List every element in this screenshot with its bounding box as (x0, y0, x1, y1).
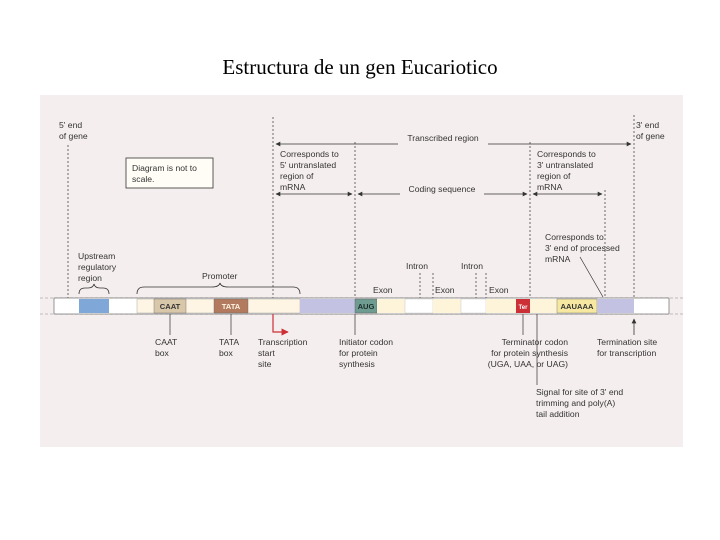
exon-3-segment (486, 299, 516, 313)
transcription-start-label-3: site (258, 359, 272, 369)
processed-end-label-1: Corresponds to (545, 232, 604, 242)
five-prime-label-2: of gene (59, 131, 88, 141)
exon-label-1: Exon (373, 285, 393, 295)
processed-end-label-3: mRNA (545, 254, 571, 264)
transcription-start-label-1: Transcription (258, 337, 308, 347)
coding-sequence-label: Coding sequence (409, 184, 476, 194)
slide-title: Estructura de un gen Eucariotico (222, 55, 498, 79)
terminator-codon-label-1: Terminator codon (502, 337, 569, 347)
utr3-label-2: 3' untranslated (537, 160, 593, 170)
caat-segment-label: CAAT (160, 302, 181, 311)
post-processing-segment (597, 299, 634, 313)
tata-segment (213, 298, 249, 314)
three-prime-label-2: of gene (636, 131, 665, 141)
termination-site-label-2: for transcription (597, 348, 656, 358)
upstream-segment (79, 299, 109, 313)
processed-end-label-2: 3' end of processed (545, 243, 620, 253)
transcribed-region-label-bg (398, 132, 488, 145)
aug-segment-label: AUG (358, 302, 375, 311)
utr5-label-2: 5' untranslated (280, 160, 336, 170)
tata-segment-label: TATA (222, 302, 241, 311)
guide-lines (67, 115, 635, 300)
terminator-codon-label-2: for protein synthesis (491, 348, 568, 358)
utr3-label-3: region of (537, 171, 571, 181)
three-prime-label-1: 3' end (636, 120, 659, 130)
polya-signal-segment-label: AAUAAA (561, 302, 594, 311)
transcription-start-arrow (272, 314, 289, 336)
utr3-label-4: mRNA (537, 182, 563, 192)
ter-segment-label: Ter (519, 305, 529, 311)
gene-bar: CAAT TATA AUG Ter AAUAAA (40, 297, 683, 315)
scale-note-line-2: scale. (132, 174, 154, 184)
intron-2-segment (460, 298, 487, 314)
upstream-label-3: region (78, 273, 102, 283)
processed-end-pointer (579, 256, 604, 298)
utr3-segment (530, 299, 557, 313)
utr5-label-3: region of (280, 171, 314, 181)
caat-box-label-2: box (155, 348, 170, 358)
promoter-label: Promoter (202, 271, 237, 281)
terminator-codon-label-3: (UGA, UAA, or UAG) (488, 359, 568, 369)
utr5-label-1: Corresponds to (280, 149, 339, 159)
initiator-codon-label-1: Initiator codon (339, 337, 393, 347)
ter-segment (516, 299, 530, 313)
exon-2-segment (433, 299, 461, 313)
utr5-label-4: mRNA (280, 182, 306, 192)
scale-note-box (125, 157, 214, 189)
scale-note-line-1: Diagram is not to (132, 163, 197, 173)
polya-signal-label-2: trimming and poly(A) (536, 398, 615, 408)
intron-label-2: Intron (461, 261, 483, 271)
termination-site-label-1: Termination site (597, 337, 657, 347)
tata-box-label-2: box (219, 348, 234, 358)
exon-label-3: Exon (489, 285, 509, 295)
initiator-codon-label-2: for protein (339, 348, 378, 358)
upstream-brace (78, 283, 110, 295)
intron-label-1: Intron (406, 261, 428, 271)
intron-1-segment (404, 298, 434, 314)
gene-structure-figure: 5' end of gene 3' end of gene Diagram is… (40, 95, 683, 447)
initiator-codon-label-3: synthesis (339, 359, 375, 369)
coding-sequence-label-bg (400, 182, 484, 195)
polya-signal-label-3: tail addition (536, 409, 580, 419)
pointer-lines (169, 314, 538, 385)
five-prime-label-1: 5' end (59, 120, 82, 130)
caat-segment (153, 298, 187, 314)
exon-label-2: Exon (435, 285, 455, 295)
polya-signal-label-1: Signal for site of 3' end (536, 387, 623, 397)
upstream-label-2: regulatory (78, 262, 117, 272)
transcribed-region-label: Transcribed region (407, 133, 479, 143)
tata-box-label-1: TATA (219, 337, 239, 347)
upstream-label-1: Upstream (78, 251, 115, 261)
promoter-brace (136, 282, 301, 295)
exon-1-segment (377, 299, 405, 313)
utr3-label-1: Corresponds to (537, 149, 596, 159)
caat-box-label-1: CAAT (155, 337, 178, 347)
transcription-start-label-2: start (258, 348, 275, 358)
gene-diagram: 5' end of gene 3' end of gene Diagram is… (40, 115, 683, 419)
utr5-segment (300, 299, 355, 313)
